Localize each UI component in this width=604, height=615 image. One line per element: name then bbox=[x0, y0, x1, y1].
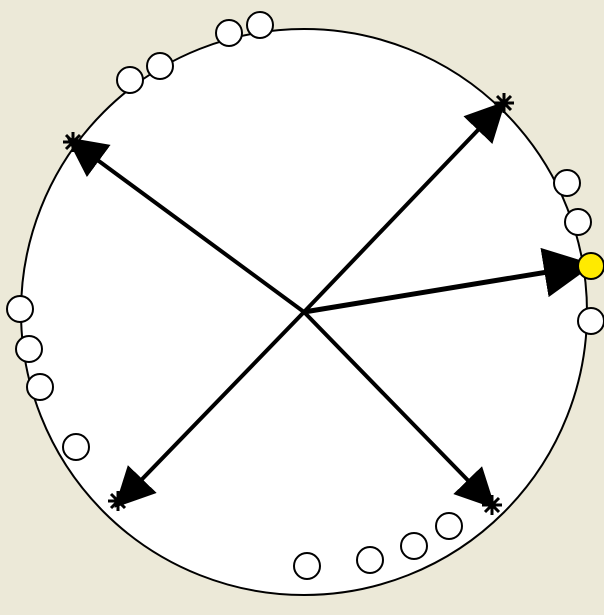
circle-marker-icon bbox=[116, 66, 144, 94]
circle-marker-icon bbox=[293, 552, 321, 580]
circle-marker-icon bbox=[62, 433, 90, 461]
circle-marker-icon bbox=[577, 307, 604, 335]
node-markers bbox=[6, 11, 604, 580]
arrow-top-left bbox=[66, 137, 306, 314]
circle-marker-icon bbox=[553, 169, 581, 197]
circle-marker-icon bbox=[400, 532, 428, 560]
circle-marker-icon bbox=[356, 546, 384, 574]
arrow-top-right bbox=[302, 101, 506, 314]
asterisk-icon bbox=[63, 132, 83, 152]
circle-marker-icon bbox=[564, 208, 592, 236]
circle-marker-icon bbox=[26, 373, 54, 401]
arrow-bottom-right bbox=[302, 310, 496, 509]
circle-marker-icon bbox=[215, 19, 243, 47]
highlight-circle-marker-icon bbox=[577, 252, 604, 280]
circle-marker-icon bbox=[435, 512, 463, 540]
arrow-group bbox=[66, 101, 594, 509]
arrow-highlight bbox=[303, 247, 594, 315]
circle-marker-icon bbox=[246, 11, 274, 39]
arrow-bottom-left bbox=[114, 310, 306, 508]
asterisk-markers bbox=[63, 93, 514, 515]
asterisk-icon bbox=[494, 93, 514, 113]
circle-marker-icon bbox=[15, 335, 43, 363]
circle-marker-icon bbox=[6, 295, 34, 323]
asterisk-icon bbox=[108, 491, 128, 511]
circle-marker-icon bbox=[146, 52, 174, 80]
asterisk-icon bbox=[482, 495, 502, 515]
